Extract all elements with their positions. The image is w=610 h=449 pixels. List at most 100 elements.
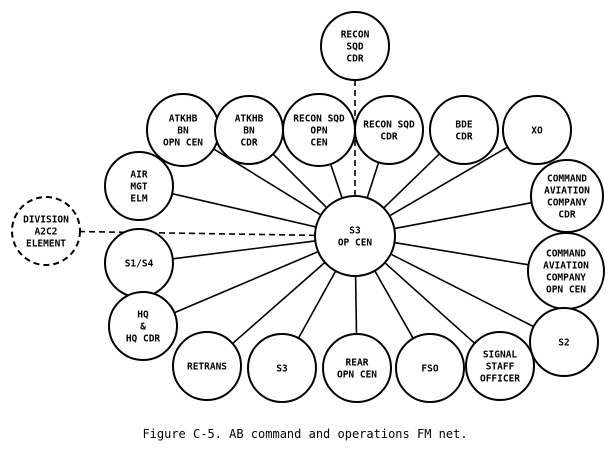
- node-fso-label-line: FSO: [421, 364, 438, 375]
- node-s3: S3: [247, 333, 317, 403]
- link-recon-sqd-opn-cen: [329, 163, 343, 199]
- node-air-mgt-elm-label-line: MGT: [130, 182, 147, 193]
- node-rear-opn-cen-label-line: REAR: [346, 358, 369, 369]
- node-hq-and-hq-cdr-label-line: &: [140, 322, 146, 333]
- node-atkhb-bn-cdr-label-line: BN: [243, 126, 255, 137]
- node-hq-and-hq-cdr-label-line: HQ CDR: [126, 334, 161, 345]
- node-retrans: RETRANS: [172, 331, 242, 401]
- node-command-aviation-company-cdr-label-line: CDR: [558, 210, 575, 221]
- node-recon-sqd-cdr-label-line: RECON SQD: [363, 120, 415, 131]
- link-retrans: [232, 261, 326, 345]
- node-recon-sqd-opn-cen-label-line: CEN: [310, 138, 327, 149]
- node-rear-opn-cen-circle: [322, 333, 392, 403]
- node-signal-staff-officer-label-line: OFFICER: [480, 374, 520, 385]
- node-s2-circle: [529, 307, 599, 377]
- node-s3-circle: [247, 333, 317, 403]
- node-rear-opn-cen-label-line: OPN CEN: [337, 370, 377, 381]
- node-command-aviation-company-opn-cen-label-line: OPN CEN: [546, 285, 586, 296]
- node-command-aviation-company-cdr-circle: [530, 159, 604, 233]
- node-xo: XO: [502, 95, 572, 165]
- link-command-aviation-company-opn-cen: [394, 241, 529, 266]
- node-division-a2c2-element-label-line: ELEMENT: [26, 239, 66, 250]
- node-recon-sqd-opn-cen-label-line: RECON SQD: [293, 114, 345, 125]
- node-command-aviation-company-cdr-label-line: AVIATION: [544, 186, 590, 197]
- link-recon-sqd-cdr: [366, 162, 380, 199]
- center-node-circle: [314, 195, 396, 277]
- node-command-aviation-company-cdr-label-line: COMMAND: [547, 174, 587, 185]
- node-retrans-circle: [172, 331, 242, 401]
- node-xo-label-line: XO: [531, 126, 543, 137]
- node-command-aviation-company-opn-cen-label-line: COMPANY: [546, 273, 586, 284]
- link-rear-opn-cen: [354, 275, 358, 335]
- node-bde-cdr-circle: [429, 95, 499, 165]
- node-signal-staff-officer-label-line: SIGNAL: [483, 350, 518, 361]
- node-s1-s4-label-line: S1/S4: [125, 259, 154, 270]
- node-recon-sqd-cdr-top-label-line: RECON: [341, 30, 370, 41]
- node-division-a2c2-element-circle: [11, 196, 81, 266]
- node-recon-sqd-cdr-top-label-line: CDR: [346, 54, 363, 65]
- node-recon-sqd-cdr-top-circle: [320, 11, 390, 81]
- node-division-a2c2-element-label-line: A2C2: [35, 227, 58, 238]
- figure-caption: Figure C-5. AB command and operations FM…: [142, 427, 468, 441]
- link-bde-cdr: [383, 153, 441, 209]
- node-hq-and-hq-cdr: HQ&HQ CDR: [108, 291, 178, 361]
- node-xo-circle: [502, 95, 572, 165]
- link-command-aviation-company-cdr: [394, 201, 532, 230]
- node-recon-sqd-opn-cen-label-line: OPN: [310, 126, 327, 137]
- node-atkhb-bn-opn-cen-label-line: BN: [177, 126, 189, 137]
- link-hq-and-hq-cdr: [173, 250, 319, 314]
- node-recon-sqd-cdr-label-line: CDR: [380, 132, 397, 143]
- node-air-mgt-elm-label-line: AIR: [130, 170, 147, 181]
- node-fso-circle: [395, 333, 465, 403]
- node-hq-and-hq-cdr-circle: [108, 291, 178, 361]
- node-command-aviation-company-cdr-label-line: COMPANY: [547, 198, 587, 209]
- node-retrans-label-line: RETRANS: [187, 362, 227, 373]
- node-signal-staff-officer-label-line: STAFF: [486, 362, 515, 373]
- link-s2: [390, 253, 535, 328]
- node-bde-cdr-label-line: CDR: [455, 132, 472, 143]
- link-signal-staff-officer: [384, 262, 476, 344]
- node-command-aviation-company-opn-cen-label-line: COMMAND: [546, 249, 586, 260]
- link-s3: [297, 270, 337, 339]
- center-node-label-line: OP CEN: [338, 238, 373, 249]
- node-recon-sqd-cdr-circle: [354, 95, 424, 165]
- node-signal-staff-officer-circle: [465, 331, 535, 401]
- node-s2: S2: [529, 307, 599, 377]
- node-division-a2c2-element-label-line: DIVISION: [23, 215, 69, 226]
- link-xo: [389, 146, 509, 217]
- node-command-aviation-company-opn-cen-label-line: AVIATION: [543, 261, 589, 272]
- center-node-label-line: S3: [349, 226, 361, 237]
- node-atkhb-bn-opn-cen-label-line: OPN CEN: [163, 138, 203, 149]
- node-recon-sqd-cdr-top-label-line: SQD: [346, 42, 363, 53]
- node-s1-s4: S1/S4: [104, 228, 174, 298]
- node-hq-and-hq-cdr-label-line: HQ: [137, 310, 149, 321]
- node-atkhb-bn-cdr-label-line: CDR: [240, 138, 257, 149]
- node-air-mgt-elm-label-line: ELM: [130, 194, 147, 205]
- link-s1-s4: [172, 240, 316, 260]
- link-fso: [374, 270, 414, 339]
- link-air-mgt-elm: [171, 192, 317, 228]
- link-atkhb-bn-cdr: [272, 153, 328, 209]
- node-atkhb-bn-cdr-label-line: ATKHB: [235, 114, 264, 125]
- node-fso: FSO: [395, 333, 465, 403]
- node-bde-cdr-label-line: BDE: [455, 120, 472, 131]
- node-air-mgt-elm-circle: [104, 151, 174, 221]
- node-s2-label-line: S2: [558, 338, 569, 349]
- node-atkhb-bn-opn-cen-label-line: ATKHB: [169, 114, 198, 125]
- link-division-a2c2-element: [79, 230, 316, 237]
- node-s3-label-line: S3: [276, 364, 288, 375]
